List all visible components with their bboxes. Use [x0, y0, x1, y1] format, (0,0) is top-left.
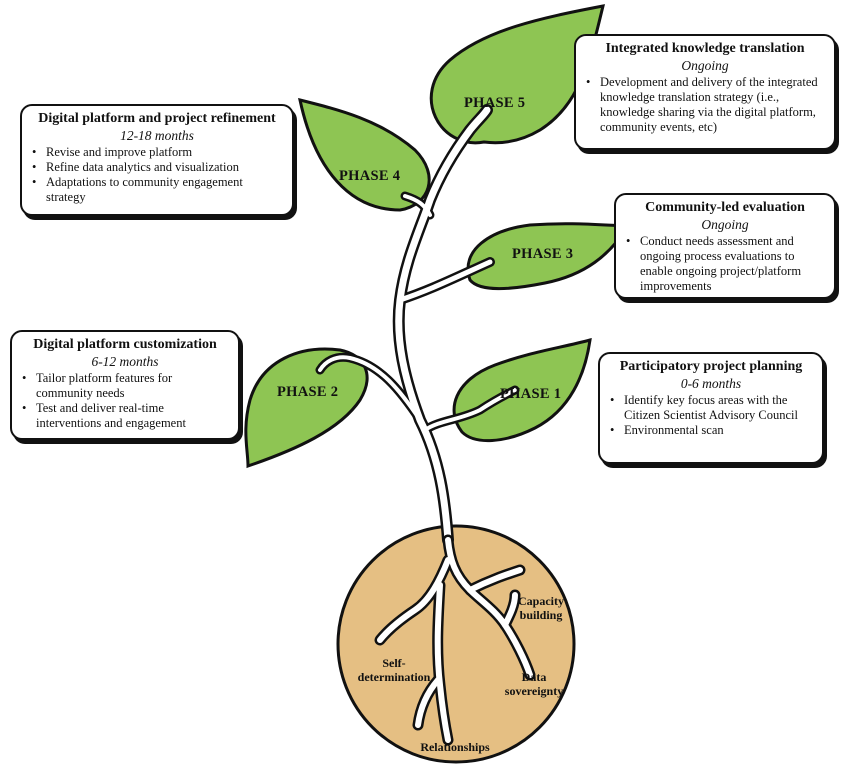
phase-1-box: Participatory project planning 0-6 month… — [598, 352, 824, 464]
bullet-list: Revise and improve platform Refine data … — [30, 145, 284, 205]
box-title: Integrated knowledge translation — [605, 41, 805, 56]
leaf-phase-4 — [298, 97, 431, 212]
bullet-item: Conduct needs assessment and ongoing pro… — [624, 234, 826, 294]
bullet-item: Revise and improve platform — [30, 145, 284, 160]
phase-5-label: PHASE 5 — [464, 95, 526, 111]
phase-2-label: PHASE 2 — [277, 384, 339, 400]
phase-3-label: PHASE 3 — [512, 246, 574, 262]
bullet-item: Adaptations to community engagement stra… — [30, 175, 284, 205]
root-label-self-determination: Self-determination — [357, 656, 431, 684]
box-duration: 6-12 months — [91, 354, 159, 369]
box-duration: Ongoing — [681, 58, 729, 73]
box-title: Participatory project planning — [619, 359, 803, 374]
bullet-item: Refine data analytics and visualization — [30, 160, 284, 175]
phase-1-label: PHASE 1 — [500, 386, 562, 402]
phase-5-box: Integrated knowledge translation Ongoing… — [574, 34, 836, 150]
bullet-list: Conduct needs assessment and ongoing pro… — [624, 234, 826, 294]
bullet-list: Identify key focus areas with the Citize… — [608, 393, 814, 438]
bullet-list: Tailor platform features for community n… — [20, 371, 230, 431]
leaf-phase-5 — [429, 4, 606, 145]
phase-3-box: Community-led evaluation Ongoing Conduct… — [614, 193, 836, 299]
box-title: Digital platform and project refinement — [38, 111, 276, 126]
soil-circle — [336, 524, 576, 764]
bullet-item: Tailor platform features for community n… — [20, 371, 230, 401]
roots — [374, 534, 536, 746]
bullet-item: Test and deliver real-time interventions… — [20, 401, 230, 431]
phase-4-label: PHASE 4 — [339, 168, 401, 184]
box-duration: 12-18 months — [120, 128, 194, 143]
phase-4-box: Digital platform and project refinement … — [20, 104, 294, 216]
bullet-item: Identify key focus areas with the Citize… — [608, 393, 814, 423]
box-duration: 0-6 months — [680, 376, 742, 391]
root-label-data-sovereignty: Data sovereignty — [504, 670, 564, 698]
root-label-relationships: Relationships — [420, 740, 490, 754]
leaf-phase-2 — [244, 347, 369, 469]
leaf-phase-1 — [452, 337, 592, 443]
phase-2-box: Digital platform customization 6-12 mont… — [10, 330, 240, 440]
box-title: Digital platform customization — [33, 337, 217, 352]
bullet-item: Development and delivery of the integrat… — [584, 75, 826, 135]
box-duration: Ongoing — [701, 217, 749, 232]
bullet-item: Environmental scan — [608, 423, 814, 438]
root-label-capacity-building: Capacity building — [518, 594, 564, 622]
box-title: Community-led evaluation — [645, 200, 805, 215]
stem — [315, 104, 520, 546]
bullet-list: Development and delivery of the integrat… — [584, 75, 826, 135]
